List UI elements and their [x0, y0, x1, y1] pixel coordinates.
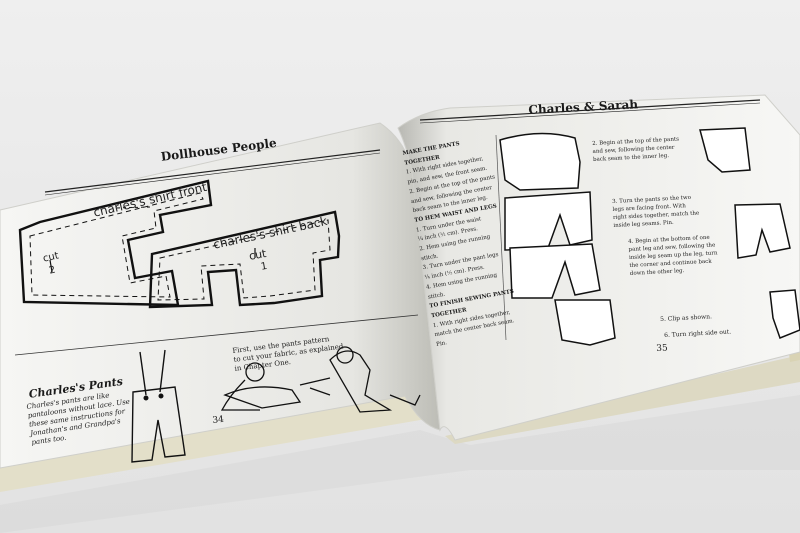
right-page-stack [445, 355, 800, 444]
right-header-rule [419, 99, 761, 121]
step-3-text: 3. Turn the pants so the two legs are fa… [612, 193, 700, 229]
grain-arrows [49, 248, 256, 273]
suspender-pants-drawing [131, 349, 186, 463]
left-header-rule [44, 149, 381, 193]
pants-detail-drawings [699, 127, 800, 339]
book-shadow [0, 395, 800, 533]
shirt-front-pattern [18, 179, 213, 307]
left-page-number: 34 [212, 414, 225, 426]
pants-step-drawings [499, 132, 616, 346]
left-page-stack [0, 396, 432, 492]
sewing-figures-drawing [220, 346, 421, 413]
shirt-back-pattern [148, 210, 341, 309]
step-2-text: 2. Begin at the top of the pants and sew… [592, 135, 680, 164]
right-column-rule [495, 134, 507, 341]
right-page-number: 35 [656, 343, 668, 354]
step-4-text: 4. Begin at the bottom of one pant leg a… [628, 233, 719, 278]
left-section-rule [14, 314, 419, 356]
